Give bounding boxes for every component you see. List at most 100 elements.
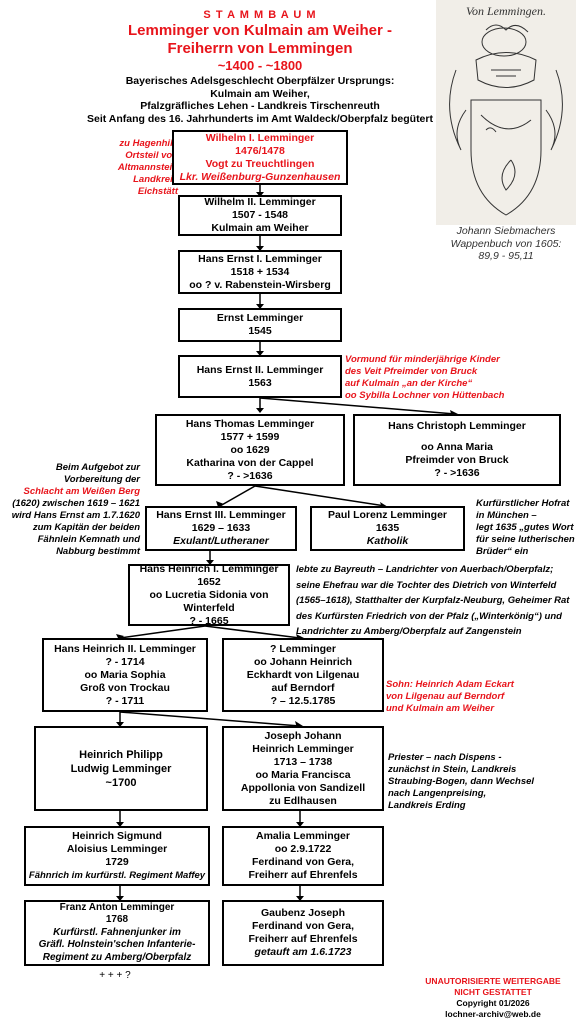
person-hans-ernst-2: Hans Ernst II. Lemminger 1563 [178,355,342,398]
person-place: zu Edlhausen [269,794,337,807]
person-spouse-family: Pfreimder von Bruck [405,454,509,466]
crest-caption: Johann Siebmachers Wappenbuch von 1605: … [436,225,576,263]
person-spouse: oo Lucretia Sidonia von Winterfeld [149,588,269,614]
person-spouse: oo Anna Maria [421,441,493,453]
person-name: Hans Heinrich I. Lemminger [139,562,279,575]
person-place: auf Berndorf [271,681,335,694]
person-unknown-lemminger: ? Lemminger oo Johann Heinrich Eckhardt … [222,638,384,712]
note-line: zunächst in Stein, Landkreis [388,764,517,775]
crest-caption-line-2: Wappenbuch von 1605: [450,237,562,250]
person-spouse-title: Freiherr auf Ehrenfels [248,869,358,881]
note-line: (1565–1618), Statthalter der Kurpfalz-Ne… [296,595,570,606]
person-dates: 1729 [105,856,129,868]
person-rank: Regiment zu Amberg/Oberpfalz [42,951,192,963]
person-marriage: oo 2.9.1722 [274,843,332,855]
person-marriage: oo 1629 [230,443,270,456]
note-line: auf Kulmain „an der Kirche“ [345,378,473,389]
connector-hh1-unknown [204,625,301,639]
person-dates: 1577 + 1599 [220,430,280,443]
note-line: seine Ehefrau war die Tochter des Dietri… [296,579,557,591]
person-gaubenz-joseph: Gaubenz Joseph Ferdinand von Gera, Freih… [222,900,384,966]
note-line: Fähnlein Kemnath und [37,534,140,545]
connector-hh2-jj [119,711,301,727]
person-franz-anton: Franz Anton Lemminger 1768 Kurfürstl. Fa… [24,900,210,966]
person-name: Franz Anton Lemminger [59,901,175,913]
person-spouse-family: Groß von Trockau [80,681,170,694]
person-dates: ? – 12.5.1785 [270,694,336,707]
note-line: lebte zu Bayreuth – Landrichter von Auer… [296,564,554,575]
person-confession: Katholik [366,535,409,547]
person-dates: ? - >1636 [227,469,273,482]
person-name: Heinrich Philipp [79,748,163,761]
note-line: (1620) zwischen 1619 – 1621 [12,498,140,509]
note-line: legt 1635 „gutes Wort [476,522,574,533]
note-line: und Kulmain am Weiher [386,703,495,714]
person-dates: 1713 – 1738 [273,755,333,768]
person-heinrich-philipp: Heinrich Philipp Ludwig Lemminger ~1700 [34,726,208,811]
crest-caption-top: Von Lemmingen. [466,4,546,18]
person-paul-lorenz: Paul Lorenz Lemminger 1635 Katholik [310,506,465,551]
person-name: Hans Ernst III. Lemminger [156,509,286,521]
person-wilhelm-1: Wilhelm I. Lemminger 1476/1478 Vogt zu T… [172,130,348,185]
person-name: Aloisius Lemminger [66,843,168,855]
note-line: Altmannstein [117,162,178,173]
person-dates: 1507 - 1548 [231,209,289,221]
note-line: Brüder“ ein [476,546,529,557]
copyright-line: NICHT GESTATTET [454,987,532,997]
person-name: Heinrich Lemminger [252,742,354,755]
person-name: Hans Ernst I. Lemminger [198,252,322,265]
person-dates: ? - 1665 [189,614,229,627]
info-line-4: Seit Anfang des 16. Jahrhunderts im Amt … [87,112,433,125]
note-line: nach Langenpreising, [388,788,487,799]
person-amalia: Amalia Lemminger oo 2.9.1722 Ferdinand v… [222,826,384,886]
person-rank: Gräfl. Holnstein'schen Infanterie- [38,939,196,951]
title-line-1: Lemminger von Kulmain am Weiher - [128,22,392,39]
note-bayreuth: lebte zu Bayreuth – Landrichter von Auer… [296,562,574,640]
person-spouse-family: Appollonia von Sandizell [240,781,366,794]
person-spouse: oo Maria Sophia [84,668,166,681]
title-period: ~1400 - ~1800 [217,58,303,73]
person-dates: ? - 1711 [105,694,145,707]
title-line-2: Freiherrn von Lemmingen [167,40,353,57]
note-line: in München – [476,510,537,521]
note-line: Vormund für minderjährige Kinder [345,354,500,365]
person-joseph-johann: Joseph Johann Heinrich Lemminger 1713 – … [222,726,384,811]
person-hans-heinrich-1: Hans Heinrich I. Lemminger 1652 oo Lucre… [128,562,290,627]
person-dates: 1545 [248,325,272,337]
coat-of-arms-image: Von Lemmingen. [436,0,576,225]
person-name: Hans Thomas Lemminger [185,417,315,430]
person-name: Heinrich Sigmund [72,830,162,842]
connector-ht-he3 [219,485,256,507]
person-name: Hans Heinrich II. Lemminger [54,642,196,655]
person-name: Gaubenz Joseph [260,907,345,919]
person-name: Ludwig Lemminger [70,762,172,775]
continuation-marker: + + + ? [99,970,131,981]
note-line: Vorbereitung der [63,474,140,485]
note-line: des Veit Pfreimder von Bruck [345,366,478,377]
copyright-line: Copyright 01/2026 [456,998,530,1008]
person-dates: 1518 + 1534 [230,265,290,278]
person-name: Wilhelm II. Lemminger [204,196,316,208]
person-place: Kulmain am Weiher [211,222,309,234]
note-line: Landkreis Erding [388,800,466,811]
note-line: Ortsteil von [125,150,178,161]
person-dates: ? - 1714 [105,655,145,668]
person-name: Hans Ernst II. Lemminger [196,363,324,376]
note-line: Kurfürstlicher Hofrat [476,498,570,509]
copyright-notice: UNAUTORISIERTE WEITERGABE NICHT GESTATTE… [418,976,568,1020]
person-hans-heinrich-2: Hans Heinrich II. Lemminger ? - 1714 oo … [42,638,208,712]
note-line: Priester – nach Dispens - [388,752,502,763]
person-rank: Kurfürstl. Fahnenjunker im [53,926,181,938]
copyright-email: lochner-archiv@web.de [445,1009,541,1019]
note-hagenhill: zu Hagenhill, Ortsteil von Altmannstein … [100,138,178,198]
person-wilhelm-2: Wilhelm II. Lemminger 1507 - 1548 Kulmai… [178,195,342,236]
person-name: Paul Lorenz Lemminger [327,509,448,521]
person-office: Vogt zu Treuchtlingen [205,157,315,170]
person-spouse: Katharina von der Cappel [186,456,314,469]
person-dates: ? - >1636 [434,467,480,479]
person-dates: 1652 [197,575,221,588]
person-spouse: Ferdinand von Gera, [251,856,355,868]
person-heinrich-sigmund: Heinrich Sigmund Aloisius Lemminger 1729… [24,826,210,886]
person-spouse: oo Maria Francisca [255,768,351,781]
